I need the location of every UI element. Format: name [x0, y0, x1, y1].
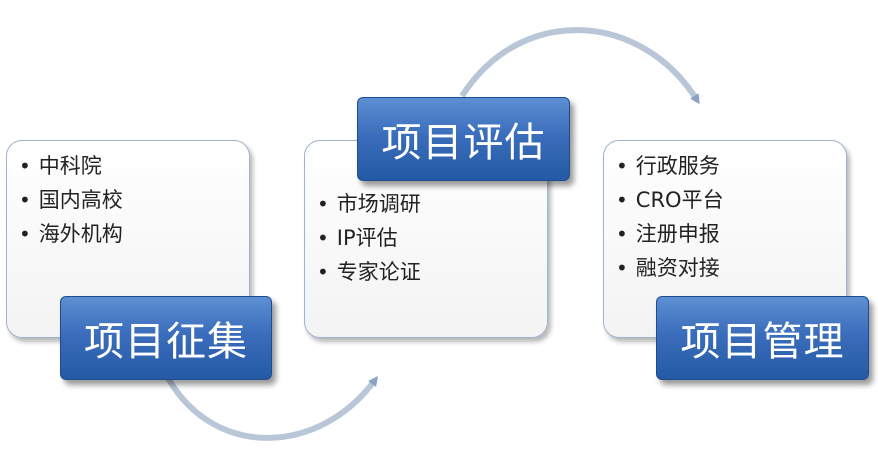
arrow-collect-to-evaluate: [165, 375, 378, 441]
stage-list-evaluate: •市场调研 •IP评估 •专家论证: [317, 187, 547, 289]
list-item: •行政服务: [616, 149, 846, 183]
list-item: •国内高校: [19, 183, 249, 217]
stage-title-evaluate: 项目评估: [357, 97, 570, 181]
list-item: •海外机构: [19, 217, 249, 251]
stage-list-manage: •行政服务 •CRO平台 •注册申报 •融资对接: [616, 149, 846, 285]
bullet-icon: •: [19, 154, 31, 178]
bullet-icon: •: [616, 188, 628, 212]
bullet-icon: •: [616, 222, 628, 246]
list-item: •注册申报: [616, 217, 846, 251]
stage-title-manage: 项目管理: [656, 296, 869, 380]
list-item: •IP评估: [317, 221, 547, 255]
list-item: •CRO平台: [616, 183, 846, 217]
stage-card-collect: •中科院 •国内高校 •海外机构: [6, 140, 250, 338]
arrow-evaluate-to-manage: [459, 27, 700, 105]
bullet-icon: •: [317, 260, 329, 284]
bullet-icon: •: [317, 226, 329, 250]
stage-title-collect: 项目征集: [60, 296, 272, 380]
bullet-icon: •: [616, 256, 628, 280]
list-item: •市场调研: [317, 187, 547, 221]
bullet-icon: •: [19, 222, 31, 246]
list-item: •融资对接: [616, 251, 846, 285]
list-item: •中科院: [19, 149, 249, 183]
bullet-icon: •: [317, 192, 329, 216]
bullet-icon: •: [19, 188, 31, 212]
stage-list-collect: •中科院 •国内高校 •海外机构: [19, 149, 249, 251]
bullet-icon: •: [616, 154, 628, 178]
list-item: •专家论证: [317, 255, 547, 289]
